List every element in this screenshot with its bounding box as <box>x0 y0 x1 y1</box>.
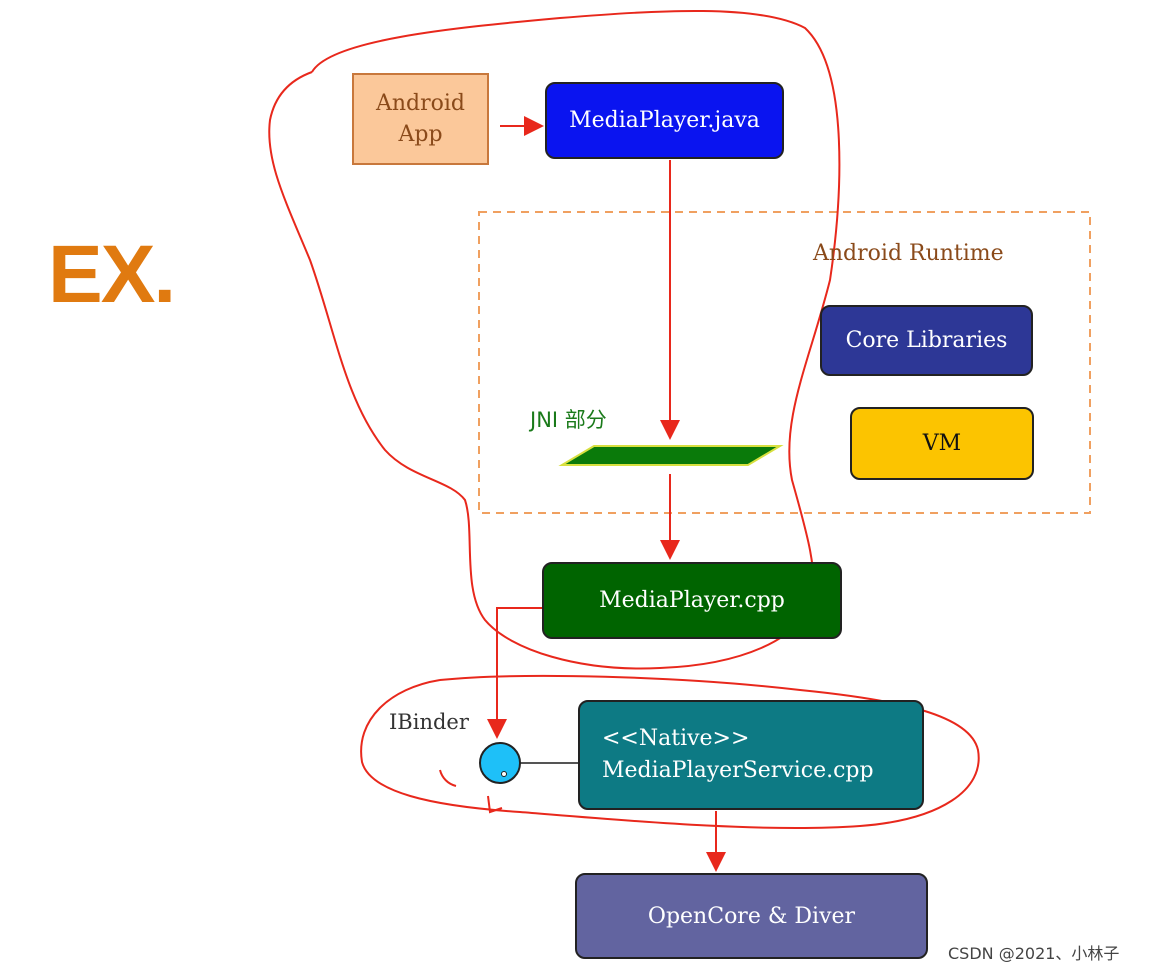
annotation-loop-bottom <box>360 674 980 829</box>
ibinder-label: IBinder <box>389 710 469 734</box>
vm-node: VM <box>850 407 1034 480</box>
annotation-tick-bottom <box>487 795 503 814</box>
ibinder-dot <box>501 771 507 777</box>
android-app-label: Android App <box>375 91 466 147</box>
mediaplayer-java-label: MediaPlayer.java <box>569 108 760 133</box>
core-libraries-node: Core Libraries <box>820 305 1033 376</box>
native-stereotype-label: <<Native>> <box>602 726 750 751</box>
android-runtime-group <box>478 211 1091 514</box>
ibinder-interface-icon <box>479 742 521 784</box>
mediaplayer-cpp-label: MediaPlayer.cpp <box>599 588 785 613</box>
mediaplayer-cpp-node: MediaPlayer.cpp <box>542 562 842 639</box>
annotation-tick-left <box>439 769 457 787</box>
vm-label: VM <box>922 431 962 456</box>
page-title: EX. <box>48 229 176 320</box>
watermark: CSDN @2021、小林子 <box>948 944 1120 963</box>
mediaplayer-service-node: <<Native>> MediaPlayerService.cpp <box>578 700 924 810</box>
opencore-node: OpenCore & Diver <box>575 873 928 959</box>
mediaplayer-service-label: MediaPlayerService.cpp <box>602 758 874 783</box>
android-runtime-label: Android Runtime <box>813 241 1004 266</box>
arrow-cpp-to-ibinder <box>487 607 542 739</box>
jni-shape <box>558 445 784 466</box>
opencore-label: OpenCore & Diver <box>647 903 856 929</box>
core-libraries-label: Core Libraries <box>845 328 1008 353</box>
annotation-loop-top <box>268 9 841 670</box>
mediaplayer-java-node: MediaPlayer.java <box>545 82 784 159</box>
jni-label: JNI 部分 <box>530 408 607 432</box>
android-app-node: Android App <box>352 73 489 165</box>
